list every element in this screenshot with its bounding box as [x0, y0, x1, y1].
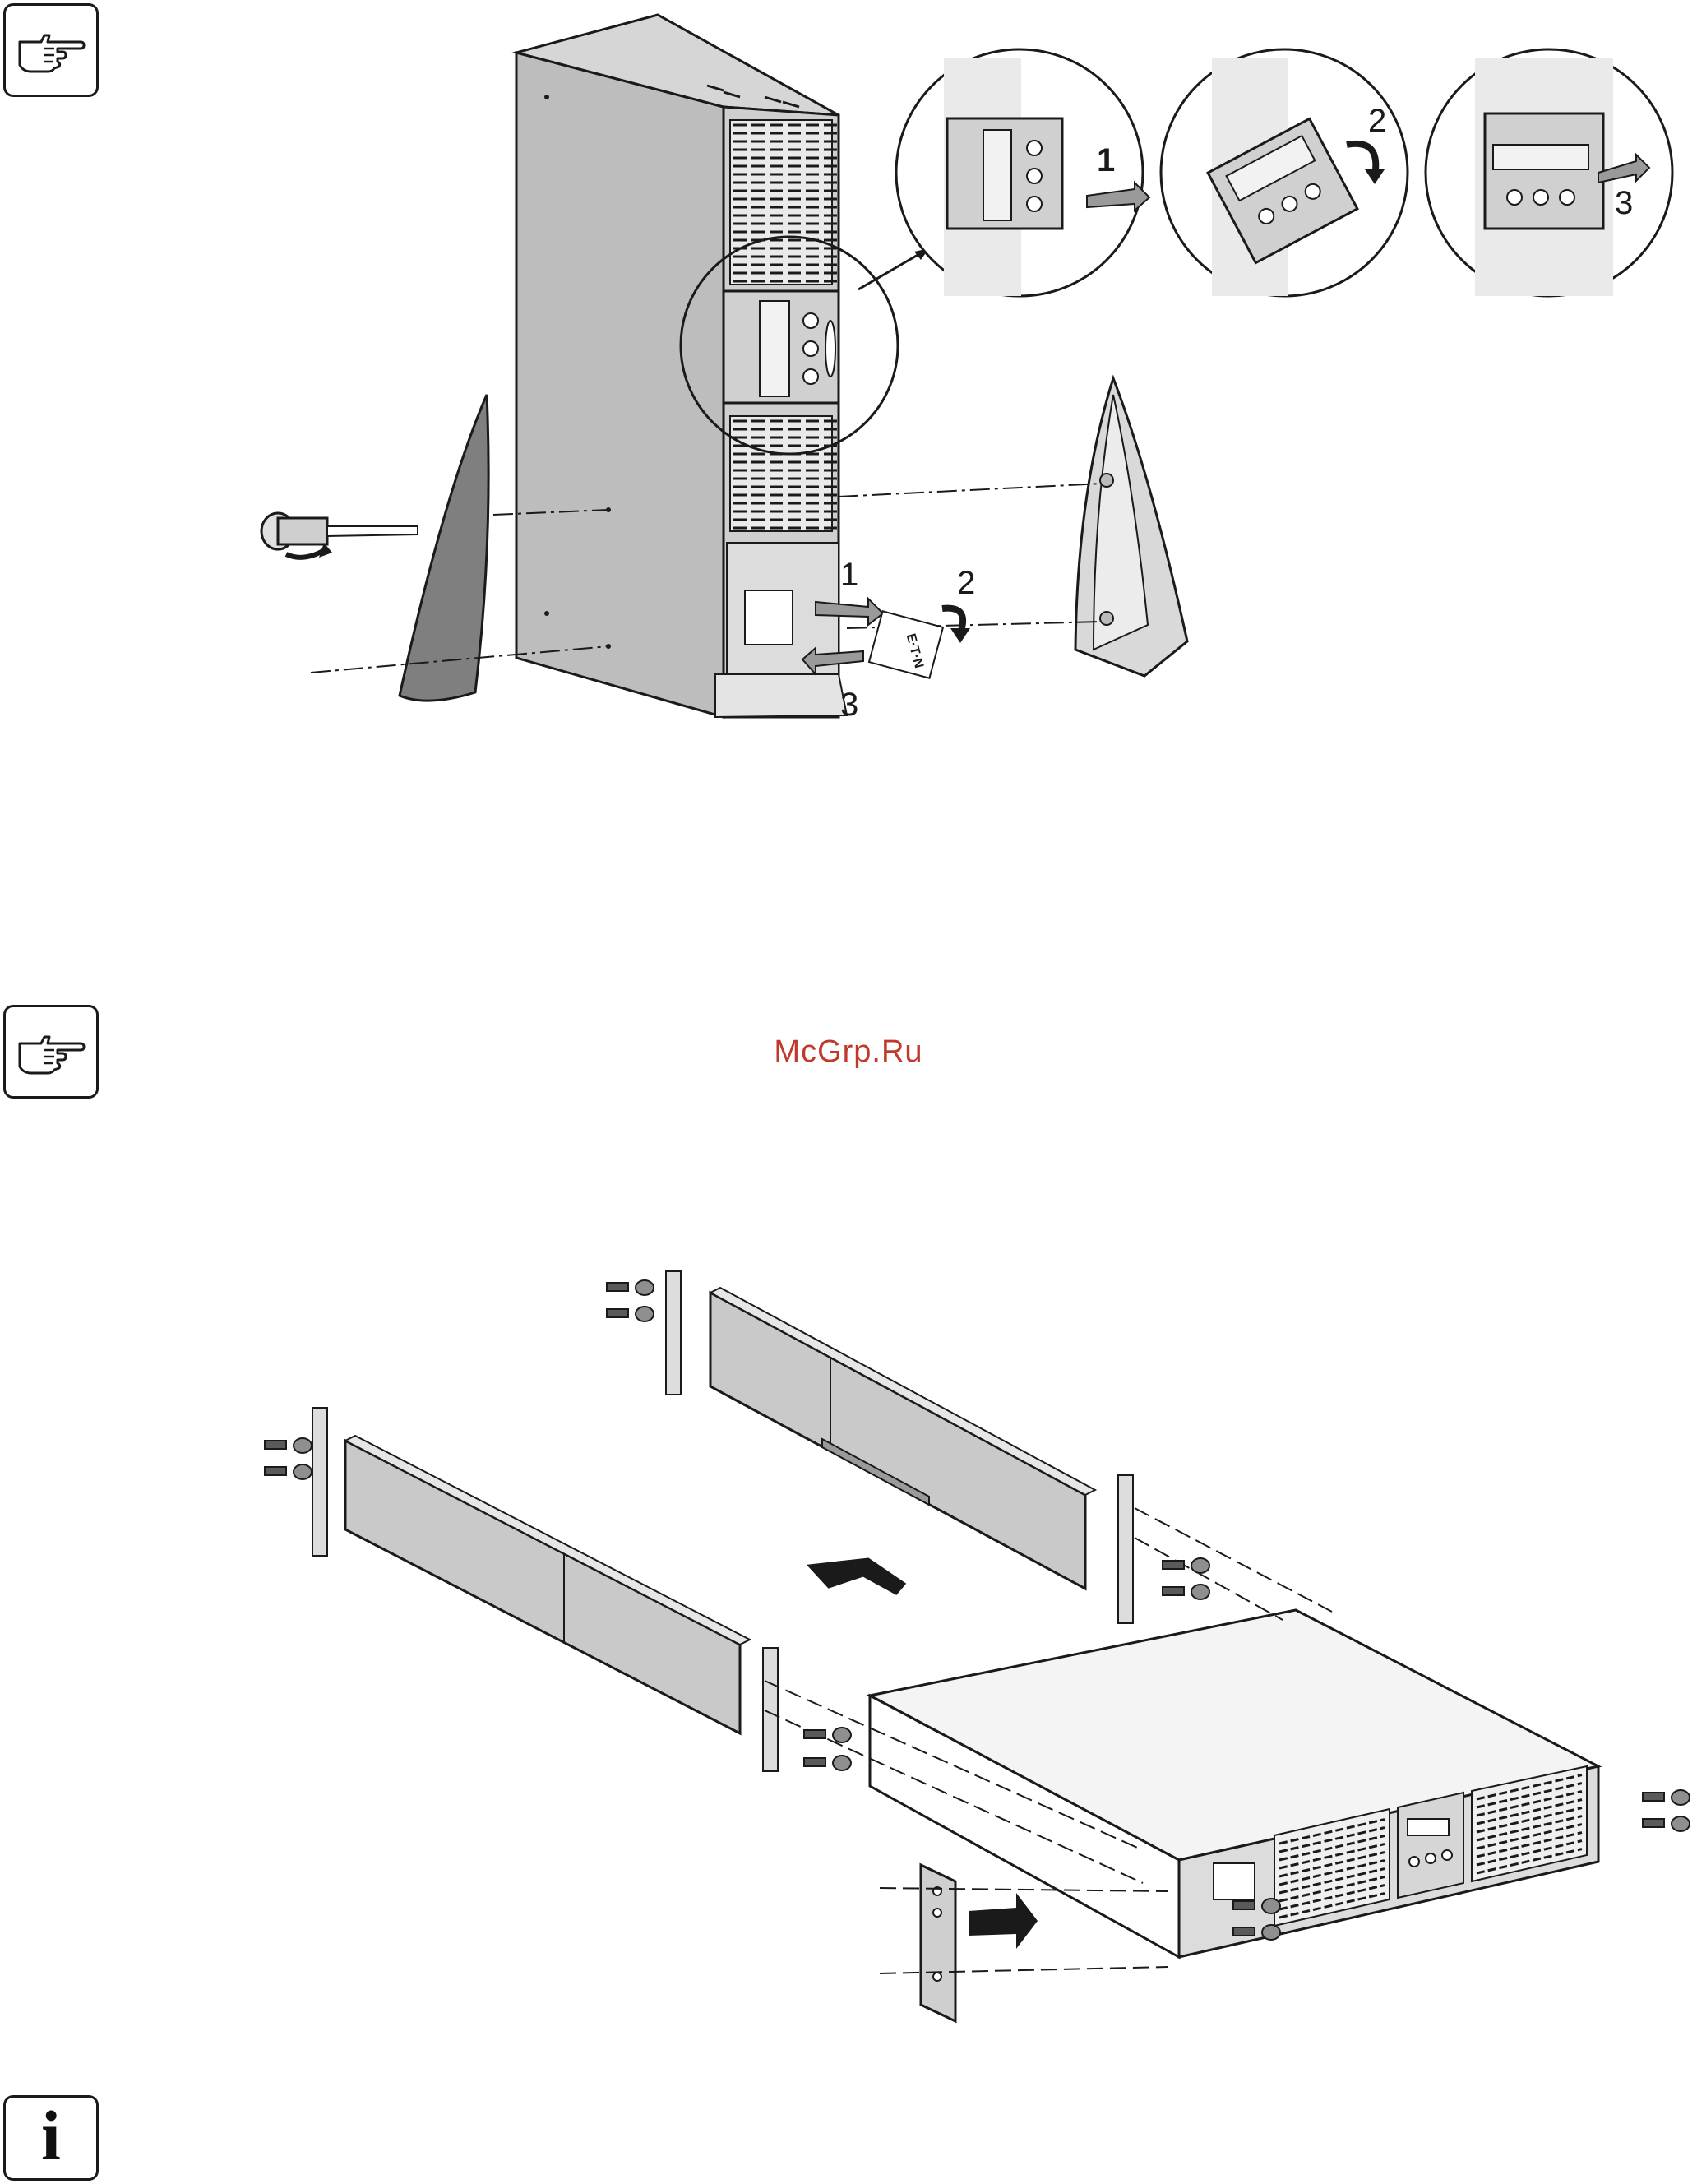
screw	[265, 1441, 286, 1449]
watermark-text: McGrp.Ru	[0, 1034, 1697, 1070]
screw	[1233, 1927, 1255, 1936]
figure-rack-installation	[0, 1217, 1697, 2039]
tower-foot-right	[1075, 378, 1187, 676]
info-icon: i	[41, 2100, 61, 2171]
tower-foot-left	[400, 395, 488, 701]
screw	[265, 1467, 286, 1475]
screw	[1643, 1819, 1664, 1827]
screw	[804, 1730, 825, 1738]
base-step-label-1: 1	[840, 557, 858, 593]
rack-post-rear-left	[666, 1271, 681, 1395]
washer	[1191, 1558, 1209, 1573]
detail-step-label-3: 3	[1615, 185, 1633, 221]
detail-step-label-1: 1	[1097, 142, 1115, 178]
screw	[607, 1309, 628, 1317]
screw	[1163, 1587, 1184, 1595]
display-rotation-step-1: 1	[896, 49, 1149, 296]
base-step-label-2: 2	[957, 565, 975, 601]
push-direction-arrow	[809, 1559, 904, 1594]
washer	[833, 1756, 851, 1770]
washer	[1672, 1790, 1690, 1805]
display-rotation-step-3: 3	[1426, 49, 1672, 296]
info-icon-box: i	[3, 2095, 99, 2181]
screw	[1233, 1901, 1255, 1909]
screw	[607, 1283, 628, 1291]
screwdriver-icon	[261, 513, 418, 558]
rack-rail-rear	[710, 1288, 1095, 1589]
washer	[833, 1728, 851, 1742]
rack-post-front-right	[763, 1648, 778, 1771]
tower-grille-lower	[730, 416, 832, 531]
screw	[1163, 1561, 1184, 1569]
screw	[804, 1758, 825, 1766]
washer	[1262, 1899, 1280, 1913]
tower-grille-upper	[730, 120, 832, 285]
washer	[636, 1280, 654, 1295]
washer	[636, 1307, 654, 1321]
screw	[1643, 1793, 1664, 1801]
figure-tower-installation: 1 2 3	[0, 0, 1697, 822]
washer	[1672, 1816, 1690, 1831]
base-step-label-3: 3	[840, 687, 858, 723]
washer	[1191, 1585, 1209, 1599]
rack-post-front-left	[312, 1408, 327, 1556]
washer	[294, 1464, 312, 1479]
washer	[294, 1438, 312, 1453]
display-rotation-step-2: 2	[1161, 49, 1408, 296]
rack-post-rear-right	[1118, 1475, 1133, 1623]
washer	[1262, 1925, 1280, 1940]
detail-step-label-2: 2	[1368, 103, 1386, 139]
rack-rail-front	[345, 1436, 750, 1733]
